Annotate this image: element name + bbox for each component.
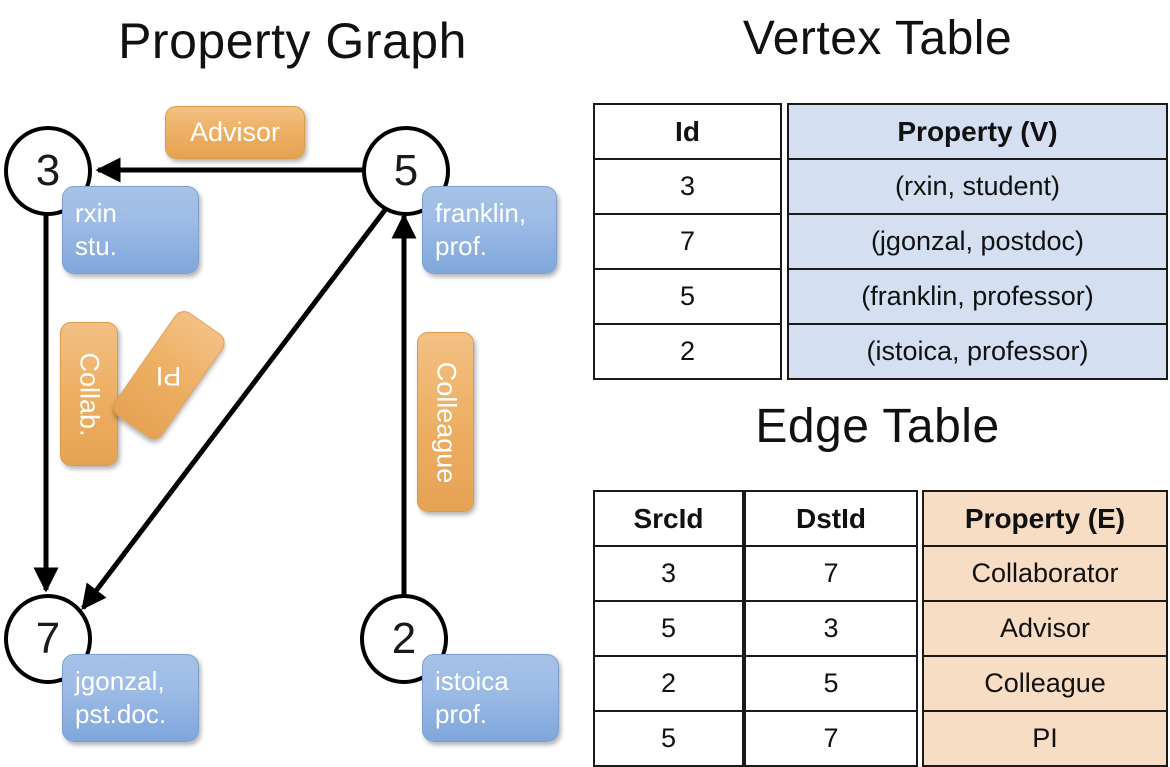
vertex-table-property-column: Property (V) (rxin, student) (jgonzal, p… [787,103,1168,380]
edge-table-cell-srcid: 2 [593,655,744,712]
page-title-vertex-table: Vertex Table [742,12,1013,65]
table-row[interactable]: DstId [744,490,918,547]
edge-table-cell-property: Collaborator [922,545,1168,602]
edge-table-header-srcid: SrcId [593,490,744,547]
edge-table-cell-dstid: 7 [744,710,918,767]
graph-node-5-label: 5 [393,146,419,195]
table-row[interactable]: 5 [744,655,918,712]
edge-table-cell-srcid: 3 [593,545,744,602]
edge-table-cell-property: Colleague [922,655,1168,712]
table-row[interactable]: Collaborator [922,545,1168,602]
edge-line-5-to-7 [81,204,390,610]
table-row[interactable]: 7 [744,710,918,767]
edge-label-collab-text: Collab. [74,351,105,437]
node-property-line: stu. [75,231,117,261]
edge-label-advisor[interactable]: Advisor [165,106,305,159]
graph-node-2[interactable]: 2 [360,594,448,684]
vertex-table-cell-id: 3 [593,158,782,215]
table-row[interactable]: 2 [593,655,744,712]
graph-node-2-label: 2 [391,614,417,663]
table-row[interactable]: 3 [744,600,918,657]
table-row[interactable]: Advisor [922,600,1168,657]
vertex-table-cell-property: (rxin, student) [787,158,1168,215]
table-row[interactable]: 3 [593,158,782,215]
table-row[interactable]: 3 [593,545,744,602]
graph-node-3-label: 3 [35,146,61,195]
edge-label-colleague-text: Colleague [431,361,461,483]
edge-label-colleague[interactable]: Colleague [417,332,474,512]
vertex-table-cell-property: (franklin, professor) [787,268,1168,325]
page-title-edge-table: Edge Table [755,400,1000,453]
property-graph-diagram: 3 5 7 2 rxin stu. franklin, prof. jgonza… [0,0,585,760]
node-property-box-2[interactable]: istoica prof. [422,654,559,742]
graph-node-7-label: 7 [35,614,61,663]
vertex-table-cell-property: (istoica, professor) [787,323,1168,380]
node-property-line: prof. [435,231,488,261]
edge-table-cell-srcid: 5 [593,710,744,767]
node-property-line: rxin [75,198,117,228]
table-row[interactable]: Property (E) [922,490,1168,547]
table-row[interactable]: 7 [744,545,918,602]
node-property-line: pst.doc. [75,699,167,729]
edge-table-cell-srcid: 5 [593,600,744,657]
table-row[interactable]: (istoica, professor) [787,323,1168,380]
table-row[interactable]: Colleague [922,655,1168,712]
edge-table-srcid-column: SrcId 3 5 2 5 [593,490,744,767]
edge-table-property-column: Property (E) Collaborator Advisor Collea… [922,490,1168,767]
edge-table-cell-dstid: 5 [744,655,918,712]
table-row[interactable]: (rxin, student) [787,158,1168,215]
edge-table-cell-property: Advisor [922,600,1168,657]
table-row[interactable]: 7 [593,213,782,270]
edge-table-header-property: Property (E) [922,490,1168,547]
table-row[interactable]: 5 [593,600,744,657]
node-property-box-7[interactable]: jgonzal, pst.doc. [62,654,199,742]
graph-node-5[interactable]: 5 [362,126,450,216]
edge-table-cell-property: PI [922,710,1168,767]
vertex-table-cell-id: 5 [593,268,782,325]
node-property-line: istoica [435,666,509,696]
table-row[interactable]: (franklin, professor) [787,268,1168,325]
table-row[interactable]: 5 [593,710,744,767]
vertex-table-cell-id: 7 [593,213,782,270]
edge-label-advisor-text: Advisor [189,117,281,147]
edge-label-pi-text: PI [156,360,182,391]
table-row[interactable]: Id [593,103,782,160]
graph-edges-layer [33,157,417,610]
table-row[interactable]: (jgonzal, postdoc) [787,213,1168,270]
node-property-line: prof. [435,699,488,729]
edge-table-header-dstid: DstId [744,490,918,547]
node-property-box-3[interactable]: rxin stu. [62,186,199,274]
edge-label-collab[interactable]: Collab. [60,322,118,466]
edge-table-cell-dstid: 3 [744,600,918,657]
table-row[interactable]: SrcId [593,490,744,547]
vertex-table-cell-property: (jgonzal, postdoc) [787,213,1168,270]
vertex-table-header-property: Property (V) [787,103,1168,160]
table-row[interactable]: Property (V) [787,103,1168,160]
node-property-box-5[interactable]: franklin, prof. [422,186,557,274]
edge-table-dstid-column: DstId 7 3 5 7 [744,490,918,767]
vertex-table-cell-id: 2 [593,323,782,380]
vertex-table-id-column: Id 3 7 5 2 [593,103,782,380]
page-title-property-graph: Property Graph [118,13,467,69]
table-row[interactable]: 2 [593,323,782,380]
table-row[interactable]: 5 [593,268,782,325]
table-row[interactable]: PI [922,710,1168,767]
node-property-line: franklin, [435,198,527,228]
node-property-line: jgonzal, [75,666,165,696]
vertex-table-header-id: Id [593,103,782,160]
edge-table-cell-dstid: 7 [744,545,918,602]
